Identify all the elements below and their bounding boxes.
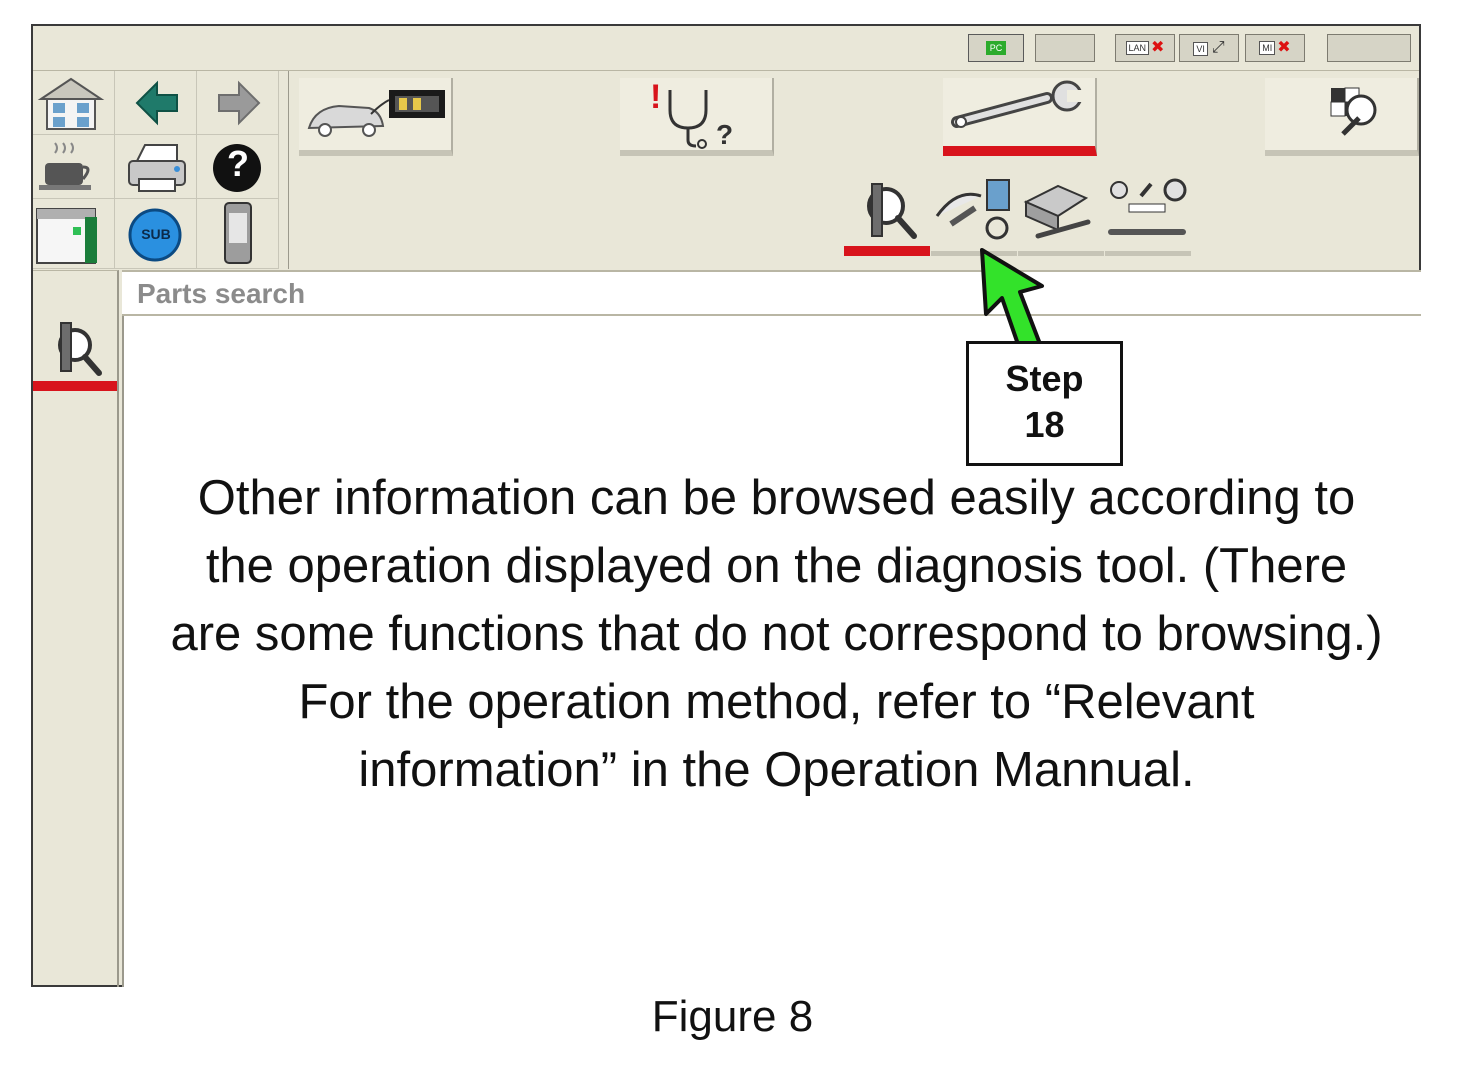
status-bar: PC LAN✖ VI⤢ MI✖ bbox=[33, 26, 1419, 71]
lan-label: LAN bbox=[1125, 41, 1150, 55]
repair-manual-icon bbox=[1023, 184, 1091, 239]
step-label: Step bbox=[1005, 358, 1084, 399]
printer-icon bbox=[128, 144, 186, 192]
sub-button[interactable]: SUB bbox=[115, 199, 197, 269]
home-icon bbox=[37, 77, 105, 130]
app-window: PC LAN✖ VI⤢ MI✖ bbox=[31, 24, 1421, 987]
page-title: Parts search bbox=[137, 278, 306, 309]
diagnosis-support-icon: ! ? bbox=[650, 78, 733, 150]
svg-text:!: ! bbox=[650, 78, 661, 116]
battery-indicator bbox=[1327, 34, 1411, 62]
diagnosis-support-button[interactable]: ! ? bbox=[620, 78, 774, 156]
print-button[interactable] bbox=[115, 135, 197, 199]
parts-search-icon bbox=[58, 322, 102, 376]
service-procedure-button[interactable] bbox=[931, 176, 1017, 256]
back-button[interactable] bbox=[115, 71, 197, 135]
home-button[interactable] bbox=[33, 71, 115, 135]
settings-icon bbox=[1330, 87, 1377, 136]
page-title-bar: Parts search bbox=[122, 270, 1421, 316]
disconnected-x-icon: ✖ bbox=[1151, 39, 1165, 57]
pc-connection-indicator: PC bbox=[968, 34, 1024, 62]
callout-arrow-icon bbox=[980, 248, 1044, 350]
specifications-icon bbox=[1108, 178, 1187, 235]
forward-button[interactable] bbox=[197, 71, 279, 135]
help-icon bbox=[213, 144, 261, 192]
disconnected-x-icon: ✖ bbox=[1277, 39, 1291, 57]
back-arrow-icon bbox=[135, 80, 178, 126]
step-number: 18 bbox=[1024, 404, 1065, 445]
parts-search-button[interactable] bbox=[844, 176, 930, 256]
forward-arrow-icon bbox=[218, 80, 261, 126]
screen-capture-icon bbox=[36, 208, 97, 264]
screen-capture-button[interactable] bbox=[33, 199, 115, 269]
mi-label: MI bbox=[1259, 41, 1276, 55]
content-area: Other information can be browsed easily … bbox=[122, 316, 1421, 987]
lan-indicator: LAN✖ bbox=[1115, 34, 1175, 62]
phone-icon bbox=[224, 202, 252, 264]
repair-info-icon bbox=[951, 80, 1085, 128]
pc-label: PC bbox=[985, 41, 1007, 55]
help-button[interactable]: ? bbox=[197, 135, 279, 199]
coffee-cup-icon bbox=[39, 142, 91, 190]
vehicle-diagnosis-button[interactable] bbox=[299, 78, 453, 156]
service-procedure-icon bbox=[935, 179, 1010, 240]
plug-icon: ⤢ bbox=[1211, 39, 1225, 56]
figure-caption: Figure 8 bbox=[651, 992, 814, 1041]
step-callout: Step 18 bbox=[966, 341, 1123, 466]
blank-indicator bbox=[1035, 34, 1095, 62]
help-label: ? bbox=[227, 143, 249, 184]
sidebar bbox=[33, 270, 119, 987]
sub-label: SUB bbox=[141, 226, 171, 242]
function-icon-grid: ? SUB bbox=[33, 71, 289, 269]
vehicle-diagnosis-icon bbox=[307, 90, 445, 137]
mi-indicator: MI✖ bbox=[1245, 34, 1305, 62]
svg-text:?: ? bbox=[716, 119, 733, 150]
sidebar-parts-search-button[interactable] bbox=[33, 319, 117, 391]
repair-manual-button[interactable] bbox=[1018, 176, 1104, 256]
sub-icon bbox=[128, 208, 182, 262]
specifications-button[interactable] bbox=[1105, 176, 1191, 256]
repair-info-button[interactable] bbox=[943, 78, 1097, 156]
vi-indicator: VI⤢ bbox=[1179, 34, 1239, 62]
vi-label: VI bbox=[1193, 42, 1208, 56]
break-button[interactable] bbox=[33, 135, 115, 199]
parts-search-icon bbox=[867, 183, 917, 239]
settings-button[interactable] bbox=[1265, 78, 1419, 156]
info-message: Other information can be browsed easily … bbox=[170, 471, 1383, 797]
device-button[interactable] bbox=[197, 199, 279, 269]
